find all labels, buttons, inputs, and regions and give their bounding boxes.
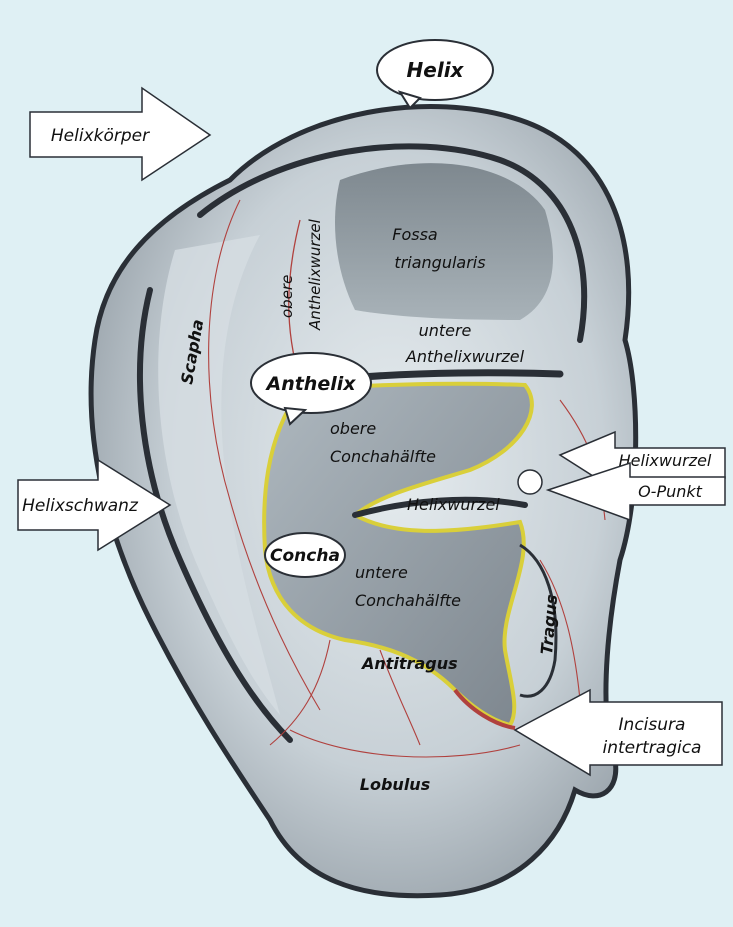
label-untere-concha-2: Conchahälfte (355, 591, 461, 610)
label-fossa-1: Fossa (392, 225, 437, 244)
label-untere-anthelix-1: untere (419, 321, 472, 340)
callout-helix-text: Helix (407, 58, 465, 82)
callout-anthelix-text: Anthelix (264, 373, 356, 395)
arrow-helixwurzel-text: Helixwurzel (619, 451, 712, 470)
arrow-o-punkt-text: O-Punkt (638, 482, 703, 501)
label-untere-concha-1: untere (355, 563, 408, 582)
label-obere-concha-1: obere (330, 419, 376, 438)
label-fossa-2: triangularis (394, 253, 485, 272)
arrow-incisura-text-1: Incisura (619, 715, 686, 735)
label-obere-concha-2: Conchahälfte (330, 447, 436, 466)
label-untere-anthelix-2: Anthelixwurzel (405, 347, 525, 366)
callout-concha-text: Concha (270, 546, 340, 566)
fossa-triangularis (335, 163, 553, 320)
label-obere-anthelix-1: obere (278, 275, 296, 318)
label-antitragus: Antitragus (360, 654, 458, 673)
arrow-helixschwanz-text: Helixschwanz (22, 496, 139, 516)
label-obere-anthelix-2: Anthelixwurzel (306, 218, 324, 331)
arrow-helixkoerper-text: Helixkörper (51, 126, 150, 146)
label-helixwurzel-inner: Helixwurzel (407, 495, 500, 514)
label-lobulus: Lobulus (360, 775, 430, 794)
arrow-incisura-text-2: intertragica (603, 738, 702, 758)
callout-concha: Concha (265, 533, 345, 577)
o-punkt-marker (518, 470, 542, 494)
